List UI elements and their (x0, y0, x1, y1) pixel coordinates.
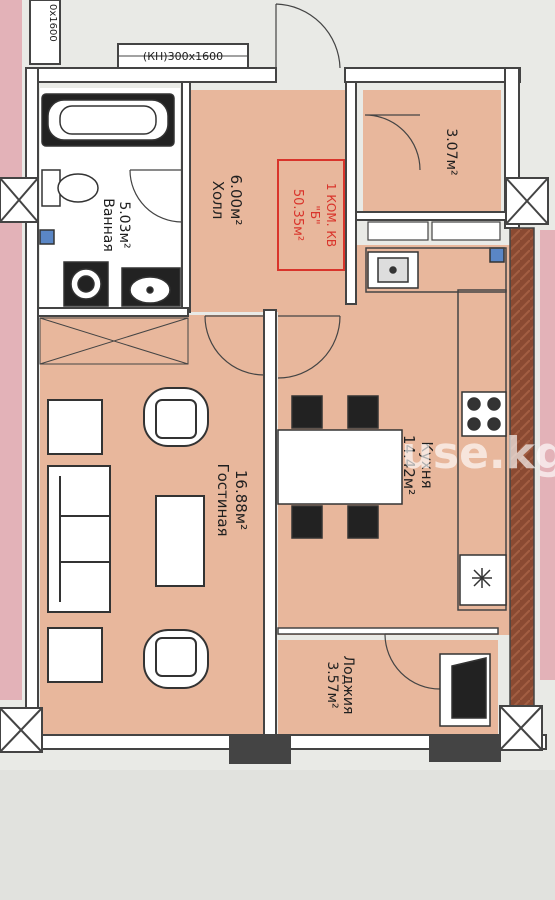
coffee-table (155, 495, 205, 587)
wall-bath-bottom (37, 307, 189, 317)
loggia-area: 3.57м² (324, 661, 340, 708)
loggia-cabinet (439, 653, 491, 727)
kitchen-door (277, 315, 341, 379)
entry-door (275, 3, 341, 70)
storage-area: 3.07м² (443, 128, 459, 175)
fridge-icon (459, 554, 507, 606)
wall-hall-right (345, 81, 357, 305)
armchair-bottom (143, 629, 209, 689)
dining-chairs (291, 395, 379, 539)
column-bottom-right (429, 734, 501, 762)
counter-top-row (365, 247, 507, 293)
living-area: 16.88м² (232, 470, 250, 530)
living-wardrobe (39, 317, 189, 365)
bathroom-fixtures (39, 93, 505, 307)
wall-loggia-top (277, 627, 499, 635)
stove-icon (461, 391, 507, 437)
column-left-bottom (0, 707, 43, 753)
hall-area: 6.00м² (227, 175, 245, 226)
storage-shelves (367, 221, 501, 241)
wall-storage-bottom (355, 211, 507, 221)
wall-top-left (27, 67, 277, 83)
storage-floor (363, 90, 501, 212)
hall-name: Холл (209, 181, 227, 220)
loggia-name: Лоджия (340, 656, 356, 715)
bathroom-name: Ванная (100, 198, 116, 252)
sofa (47, 465, 111, 613)
apartment-stamp: 1 КОМ. КВ "Б" 50.35м² (277, 159, 345, 271)
loggia-door (384, 633, 441, 690)
stamp-line-3: 50.35м² (290, 189, 305, 241)
armchair-top (143, 387, 209, 447)
column-left-top (0, 177, 39, 223)
column-bottom-center (229, 734, 291, 764)
wall-left (25, 67, 39, 739)
top-left-frame (29, 0, 61, 65)
toilet-icon (41, 169, 99, 207)
washing-machine-icon (63, 261, 109, 307)
kitchen-area: 14.42м² (400, 435, 418, 495)
living-name: Гостиная (214, 463, 232, 536)
left-pink-margin (0, 0, 22, 700)
columns (0, 177, 549, 764)
kitchen-furniture (277, 247, 507, 727)
living-furniture (47, 387, 209, 689)
brick-wall-right (509, 227, 535, 709)
bathroom-area: 5.03м² (116, 201, 132, 248)
kitchen-name: Кухня (418, 441, 436, 488)
top-window (117, 43, 249, 69)
walls (25, 67, 547, 750)
kitchen-sink-icon (367, 251, 419, 289)
side-table-bottom (47, 627, 103, 683)
column-right-top (505, 177, 549, 225)
sink-icon (121, 267, 181, 307)
dining-table (277, 429, 403, 505)
bath-tile-blue-2 (489, 247, 505, 263)
wall-bath-right (181, 81, 191, 313)
side-window-label: 0х1600 (47, 4, 58, 42)
hall-bath-door (129, 169, 183, 223)
lower-page-shade (0, 770, 555, 900)
bath-tile-blue-1 (39, 229, 55, 245)
storage-door (364, 114, 421, 171)
doors (129, 3, 441, 690)
column-right-bottom (499, 705, 543, 751)
living-door (204, 315, 265, 376)
wall-top-right (344, 67, 521, 83)
wall-center-vertical (263, 309, 277, 739)
stamp-line-1: 1 КОМ. КВ (324, 183, 338, 247)
stamp-line-2: "Б" (308, 205, 322, 224)
watermark: house.kg (340, 428, 555, 479)
window-label: (КН)300х1600 (143, 50, 223, 63)
side-table-top (47, 399, 103, 455)
right-pink-margin (540, 230, 555, 680)
